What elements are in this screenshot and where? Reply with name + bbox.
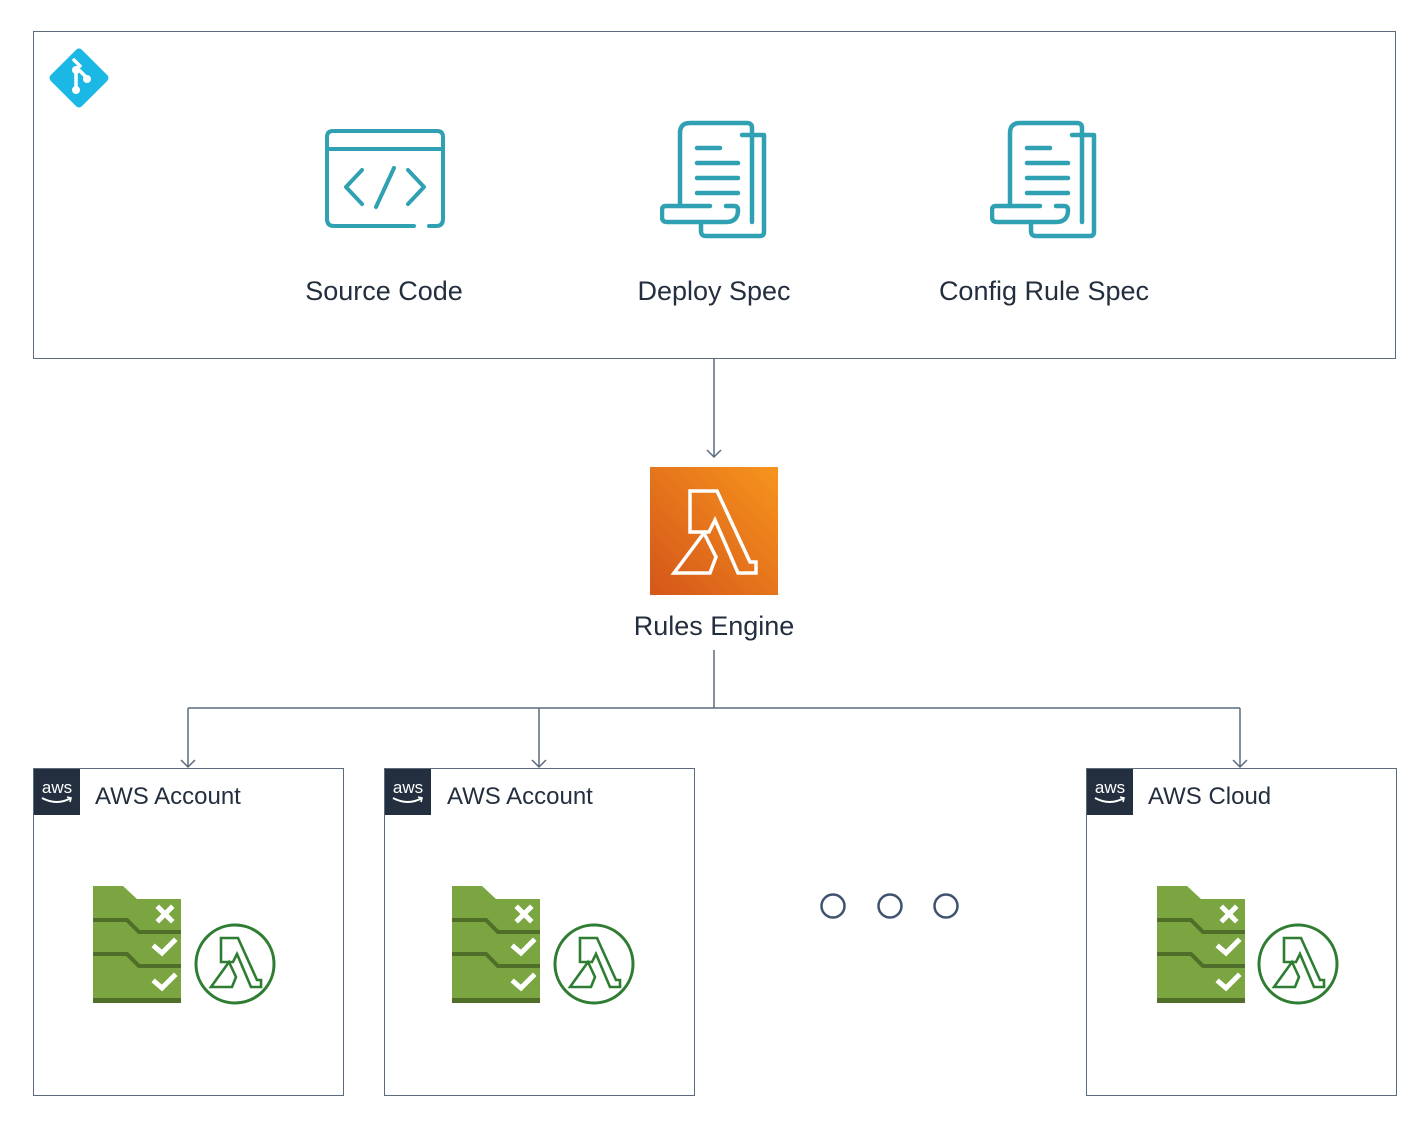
ellipsis-dot: [877, 893, 903, 919]
cloud-label: AWS Cloud: [1148, 783, 1272, 810]
lambda-function-icon: [193, 922, 277, 1006]
ellipsis-dot: [933, 893, 959, 919]
config-rules-icon: [452, 886, 542, 1004]
deploy-spec-document-icon: [659, 120, 770, 240]
more-circles-icon: [820, 893, 959, 919]
ellipsis-dot: [820, 893, 846, 919]
aws-logo-icon: aws: [34, 769, 80, 815]
git-icon: [47, 46, 111, 110]
lambda-icon: [650, 467, 778, 595]
config-rule-spec-document-icon: [989, 120, 1100, 240]
rules-engine-label: Rules Engine: [633, 611, 795, 641]
arrowhead: [180, 759, 196, 769]
code-window-icon: [324, 128, 446, 230]
aws-logo-icon: aws: [385, 769, 431, 815]
account-label: AWS Account: [447, 783, 593, 810]
lambda-function-icon: [1256, 922, 1340, 1006]
svg-text:aws: aws: [1095, 778, 1125, 797]
config-rule-spec-label: Config Rule Spec: [938, 276, 1150, 306]
aws-logo-icon: aws: [1087, 769, 1133, 815]
config-rules-icon: [93, 886, 183, 1004]
aws-account-container: aws AWS Account: [33, 768, 344, 1096]
lambda-function-icon: [552, 922, 636, 1006]
account-label: AWS Account: [95, 783, 241, 810]
svg-text:aws: aws: [42, 778, 72, 797]
arrowhead: [1232, 759, 1248, 769]
deploy-spec-label: Deploy Spec: [637, 276, 791, 306]
config-rules-icon: [1157, 886, 1247, 1004]
svg-text:aws: aws: [393, 778, 423, 797]
source-code-label: Source Code: [305, 276, 463, 306]
arrowhead: [706, 449, 722, 459]
arrowhead: [531, 759, 547, 769]
